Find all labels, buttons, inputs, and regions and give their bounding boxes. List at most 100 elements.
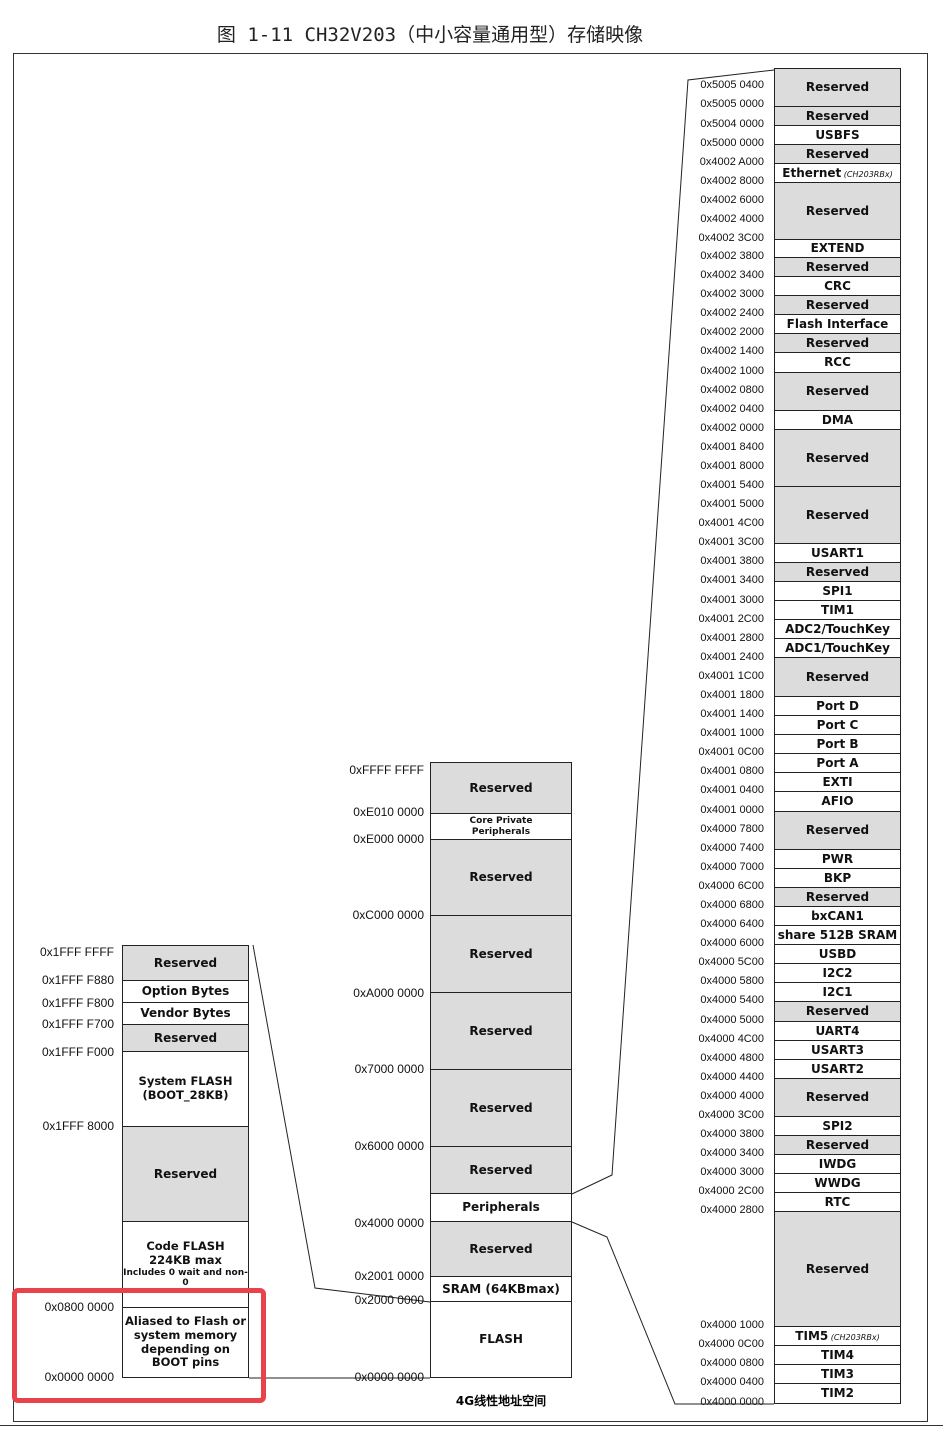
region-label: Reserved xyxy=(805,450,870,465)
address-label: 0xA000 0000 xyxy=(353,986,424,1000)
region-label: Reserved xyxy=(805,80,870,95)
address-label: 0x4001 2800 xyxy=(700,632,764,644)
reserved-region: Reserved xyxy=(122,1127,249,1222)
region-label: Reserved xyxy=(469,780,533,795)
region-label: TIM1 xyxy=(821,602,854,617)
reserved-region: Reserved xyxy=(430,916,572,993)
region-label: USART3 xyxy=(811,1042,864,1057)
region-label: Reserved xyxy=(469,946,533,961)
region-label: Port A xyxy=(816,755,859,770)
reserved-region: Reserved xyxy=(774,68,901,107)
memory-region: USART3 xyxy=(774,1041,901,1060)
address-label: 0x4000 7000 xyxy=(700,861,764,873)
memory-region: System FLASH(BOOT_28KB) xyxy=(122,1052,249,1127)
address-label: 0x4000 5C00 xyxy=(698,956,764,968)
address-label: 0x4000 7800 xyxy=(700,823,764,835)
reserved-region: Reserved xyxy=(774,563,901,582)
address-label: 0x4000 2C00 xyxy=(698,1185,764,1197)
bottom-rule xyxy=(0,1425,943,1426)
region-label: ADC2/TouchKey xyxy=(785,621,890,636)
memory-region: Ethernet (CH203RBx) xyxy=(774,164,901,183)
memory-region: ADC1/TouchKey xyxy=(774,639,901,658)
address-label: 0x4000 0400 xyxy=(700,1376,764,1388)
address-label: 0x2000 0000 xyxy=(354,1293,424,1307)
address-label: 0x4000 5400 xyxy=(700,994,764,1006)
reserved-region: Reserved xyxy=(774,107,901,126)
reserved-region: Reserved xyxy=(430,1070,572,1147)
address-label: 0x4000 0C00 xyxy=(698,1338,764,1350)
region-label: Reserved xyxy=(805,1004,870,1019)
address-label: 0x4000 6000 xyxy=(700,937,764,949)
address-label: 0x4001 8000 xyxy=(700,460,764,472)
memory-region: Flash Interface xyxy=(774,315,901,334)
memory-region: USBD xyxy=(774,945,901,964)
region-label: System FLASH(BOOT_28KB) xyxy=(138,1074,233,1102)
reserved-region: Reserved xyxy=(430,1147,572,1194)
region-label: Reserved xyxy=(469,1023,533,1038)
memory-region: EXTEND xyxy=(774,240,901,258)
address-label: 0x4000 5000 xyxy=(700,1014,764,1026)
address-label: 0x4000 4800 xyxy=(700,1052,764,1064)
region-label: Reserved xyxy=(805,335,870,350)
address-label: 0x4001 5000 xyxy=(700,498,764,510)
address-label: 0x4000 5800 xyxy=(700,975,764,987)
region-label: ADC1/TouchKey xyxy=(785,640,890,655)
region-label: Reserved xyxy=(469,1100,533,1115)
region-label: USART2 xyxy=(811,1061,864,1076)
reserved-region: Reserved xyxy=(774,183,901,240)
address-label: 0x4000 3000 xyxy=(700,1166,764,1178)
address-label: 0x4002 3400 xyxy=(700,269,764,281)
address-label: 0x4002 6000 xyxy=(700,194,764,206)
diagram-frame xyxy=(13,53,928,1422)
memory-region: DMA xyxy=(774,411,901,430)
region-label: Reserved xyxy=(153,955,218,970)
region-label: EXTI xyxy=(822,774,853,789)
address-label: 0x5005 0000 xyxy=(700,98,764,110)
reserved-region: Reserved xyxy=(774,812,901,850)
address-label: 0x4001 5400 xyxy=(700,479,764,491)
address-label: 0x1FFF F700 xyxy=(41,1017,114,1031)
reserved-region: Reserved xyxy=(774,296,901,315)
address-label: 0x0000 0000 xyxy=(44,1370,114,1384)
reserved-region: Reserved xyxy=(774,1136,901,1155)
reserved-region: Reserved xyxy=(430,993,572,1070)
address-label: 0x4000 0000 xyxy=(354,1216,424,1230)
memory-region: USART2 xyxy=(774,1060,901,1079)
address-label: 0xFFFF FFFF xyxy=(349,763,424,777)
region-label: Reserved xyxy=(805,146,870,161)
address-label: 0x5005 0400 xyxy=(700,79,764,91)
region-label: PWR xyxy=(821,851,854,866)
reserved-region: Reserved xyxy=(430,762,572,814)
region-label: Reserved xyxy=(153,1030,218,1045)
address-label: 0x4000 3C00 xyxy=(698,1109,764,1121)
address-label: 0x4001 3400 xyxy=(700,574,764,586)
address-label: 0x4000 6C00 xyxy=(698,880,764,892)
memory-region: Vendor Bytes xyxy=(122,1003,249,1025)
address-label: 0x4002 3000 xyxy=(700,288,764,300)
region-label: USART1 xyxy=(811,545,864,560)
region-label: Reserved xyxy=(805,1261,870,1276)
address-label: 0x4002 2000 xyxy=(700,326,764,338)
address-label: 0x4001 0000 xyxy=(700,804,764,816)
memory-region: SPI1 xyxy=(774,582,901,601)
memory-region: Port A xyxy=(774,754,901,773)
address-label: 0x4000 6800 xyxy=(700,899,764,911)
address-label: 0x4001 2400 xyxy=(700,651,764,663)
region-label: IWDG xyxy=(818,1156,857,1171)
region-note: Includes 0 wait and non-0 xyxy=(123,1267,248,1289)
reserved-region: Reserved xyxy=(774,258,901,277)
memory-region: AFIO xyxy=(774,792,901,812)
region-label: Option Bytes xyxy=(141,984,230,999)
region-label: BKP xyxy=(823,870,852,885)
address-label: 0x4002 1000 xyxy=(700,365,764,377)
address-label: 0x4001 1000 xyxy=(700,727,764,739)
region-label: FLASH xyxy=(479,1332,523,1347)
address-label: 0x4001 2C00 xyxy=(698,613,764,625)
reserved-region: Reserved xyxy=(774,1212,901,1327)
memory-region: USART1 xyxy=(774,544,901,563)
